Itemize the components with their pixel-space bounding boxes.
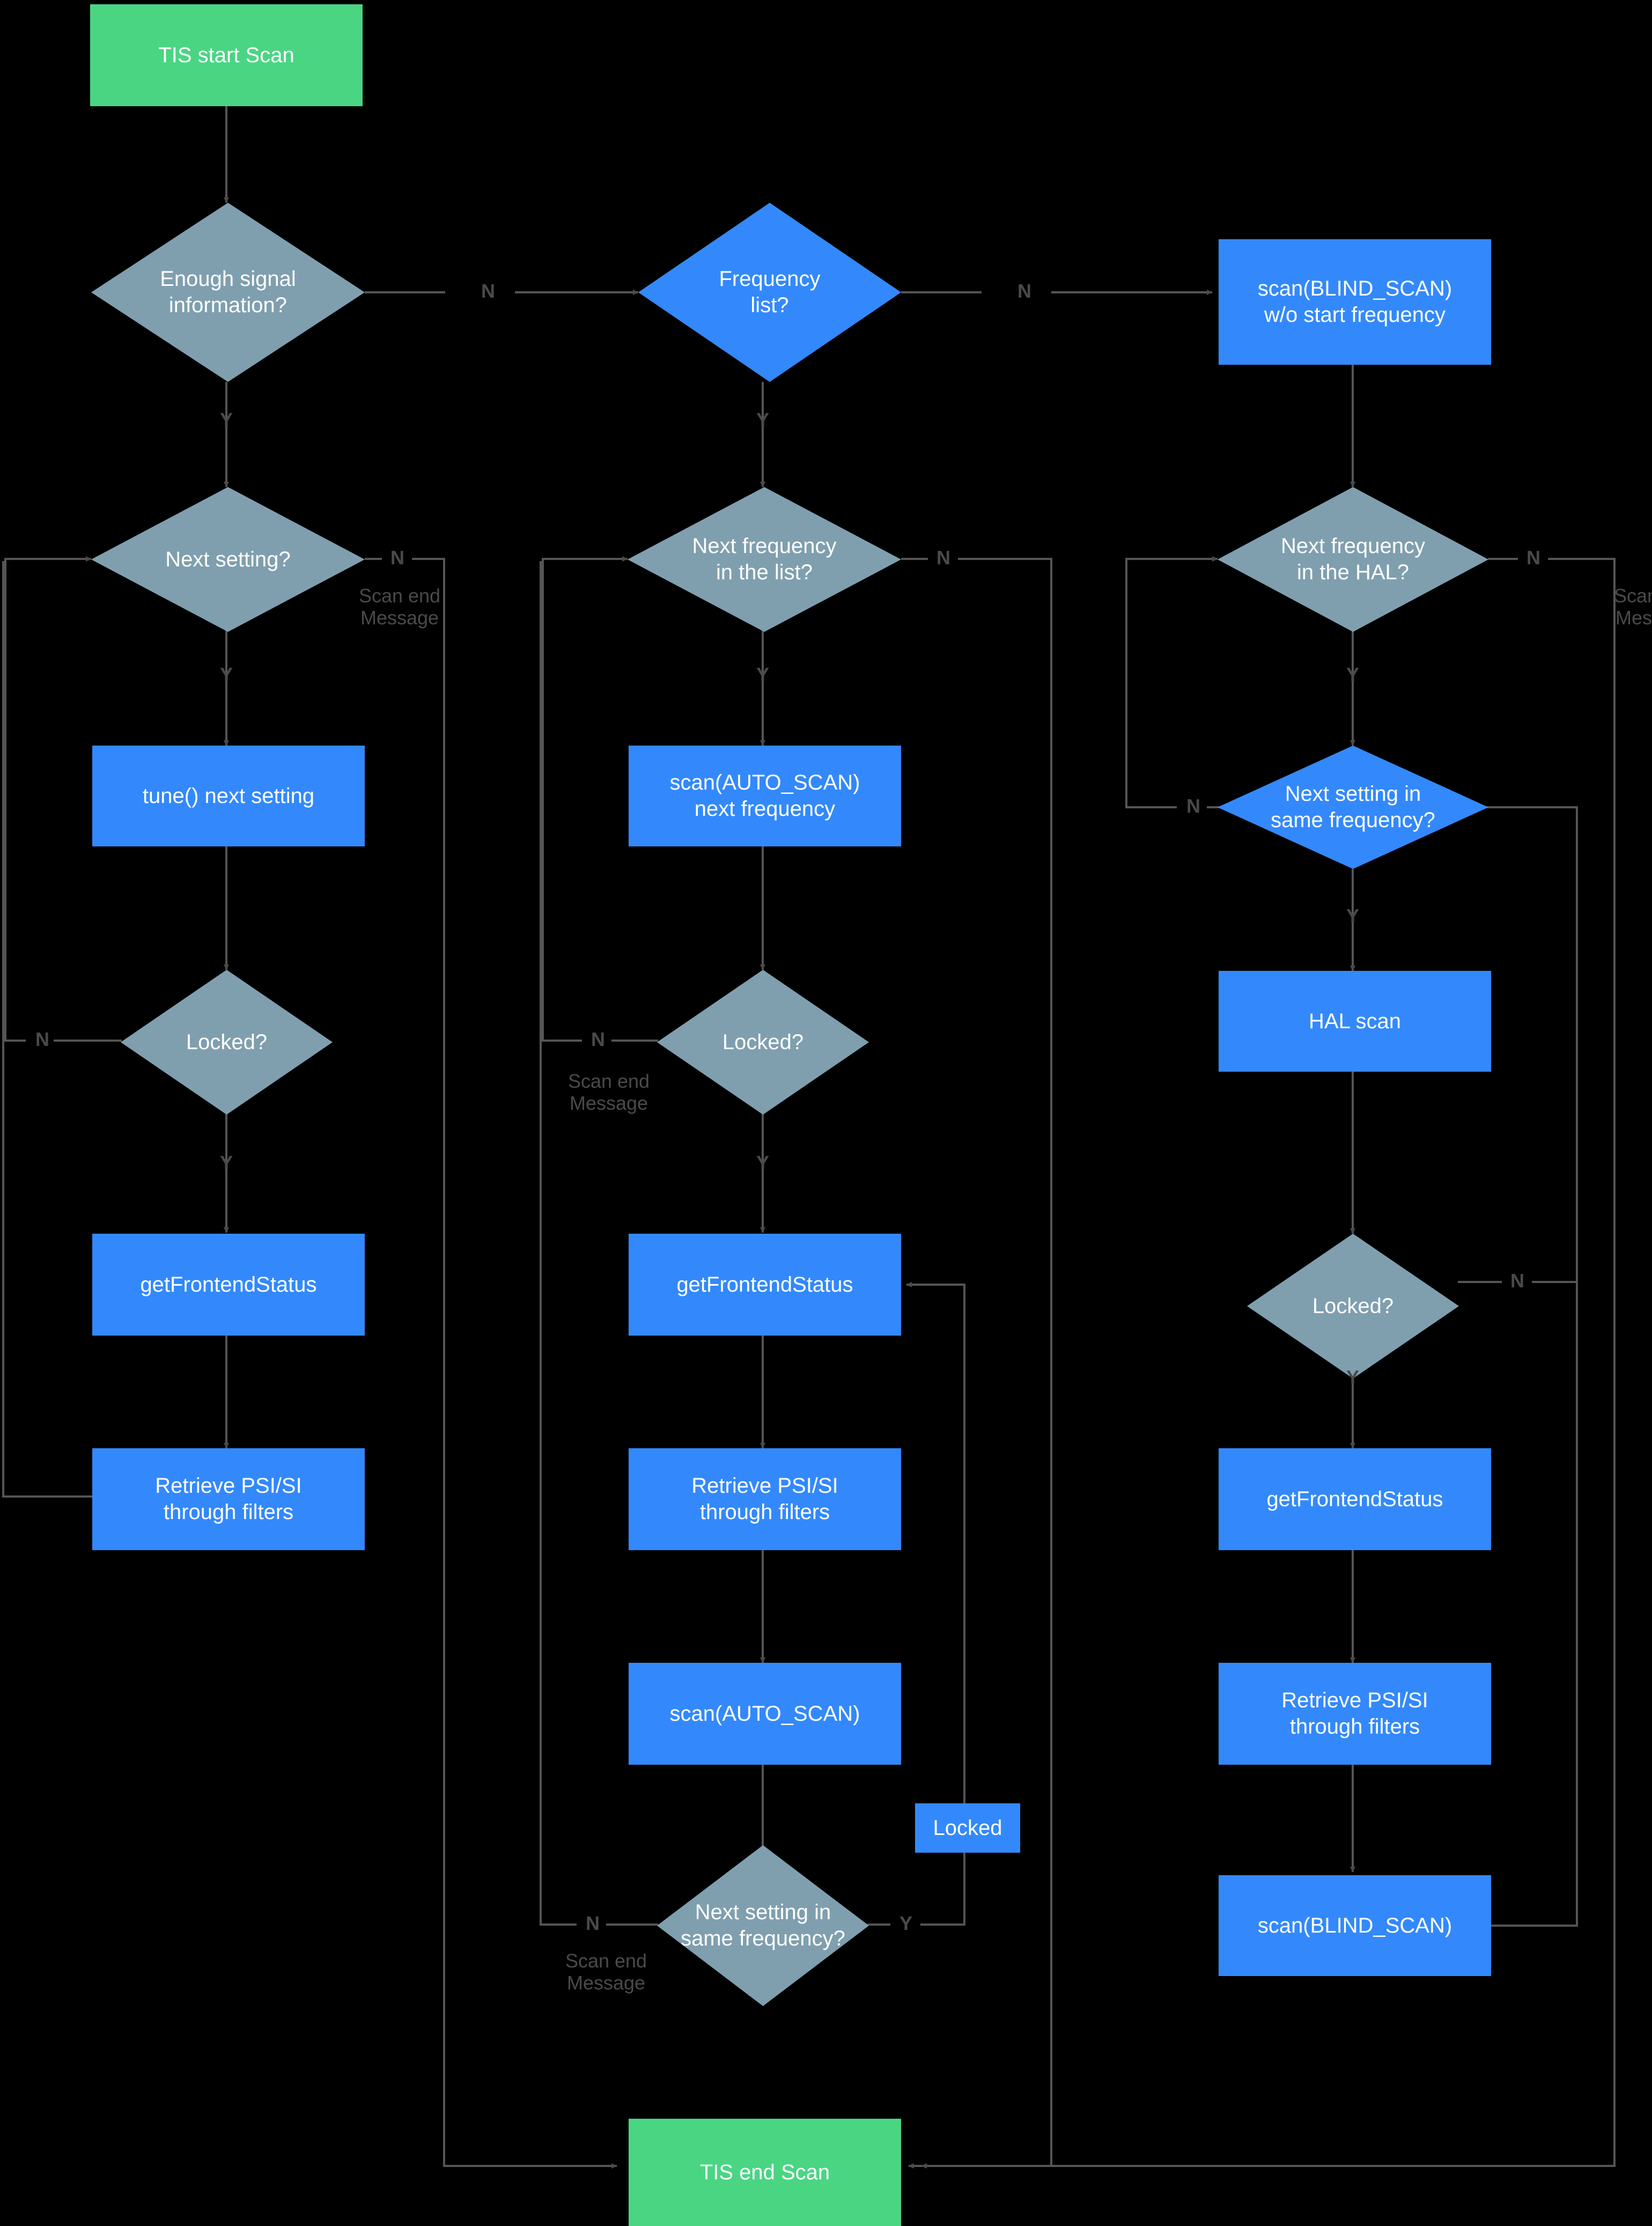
edge-label-y-next-frequency-in-hal: Y (1346, 664, 1359, 686)
node-label: Retrieve PSI/SI through filters (1281, 1689, 1428, 1738)
node-label: tune() next setting (142, 784, 315, 808)
node-label: Next frequency in the list? (692, 534, 837, 584)
node-label: Retrieve PSI/SI through filters (155, 1474, 302, 1524)
node-retrieve-psi-si-middle[interactable]: Retrieve PSI/SI through filters (629, 1448, 901, 1550)
edge-label-y-setting-same-frequency-middle: Y (899, 1912, 912, 1934)
node-retrieve-psi-si-right[interactable]: Retrieve PSI/SI through filters (1219, 1663, 1491, 1765)
edge-label-n-setting-same-frequency-right: N (1186, 795, 1200, 817)
edge-label-y-locked-left: Y (219, 1152, 233, 1174)
node-label: getFrontendStatus (1266, 1487, 1443, 1511)
edge-label-n-locked-middle: N (591, 1028, 605, 1050)
edge-label-n-next-frequency-in-hal: N (1526, 547, 1540, 569)
node-locked-badge[interactable]: Locked (915, 1803, 1020, 1853)
node-enough-signal-information[interactable]: Enough signal information? (91, 203, 365, 382)
node-label: scan(BLIND_SCAN) (1257, 1913, 1452, 1937)
edge-label-n-next-setting: N (390, 547, 404, 569)
node-locked-middle[interactable]: Locked? (657, 970, 869, 1115)
node-label: scan(BLIND_SCAN) w/o start frequency (1257, 277, 1452, 327)
node-frequency-list[interactable]: Frequency list? (638, 203, 901, 382)
node-label: Locked? (722, 1030, 804, 1054)
node-next-setting-in-same-frequency-middle[interactable]: Next setting in same frequency? (657, 1845, 869, 2006)
node-label: Next setting in same frequency? (681, 1900, 845, 1950)
node-next-setting[interactable]: Next setting? (91, 487, 365, 632)
edge-label-y-setting-same-frequency-right: Y (1346, 905, 1359, 927)
edge-label-n-frequency-list: N (1017, 280, 1031, 302)
node-next-setting-in-same-frequency-right[interactable]: Next setting in same frequency? (1218, 746, 1488, 869)
edge-label-n-next-frequency-in-list: N (936, 547, 950, 569)
note-scan-end-message-left: Scan end Message (358, 585, 441, 629)
node-label: Locked? (186, 1030, 268, 1054)
node-label: Next frequency in the HAL? (1280, 534, 1426, 584)
node-label: Locked? (1312, 1294, 1394, 1318)
node-label: Locked (933, 1816, 1002, 1840)
node-label: HAL scan (1309, 1009, 1401, 1033)
node-next-frequency-in-the-list[interactable]: Next frequency in the list? (628, 487, 901, 632)
edge-label-n-locked-left: N (35, 1028, 49, 1050)
node-scan-blind-scan-no-start-frequency[interactable]: scan(BLIND_SCAN) w/o start frequency (1219, 239, 1491, 365)
node-get-frontend-status-right[interactable]: getFrontendStatus (1219, 1448, 1491, 1550)
node-scan-blind-scan-right[interactable]: scan(BLIND_SCAN) (1219, 1875, 1491, 1976)
edge-label-n-setting-same-frequency-middle: N (586, 1912, 600, 1934)
node-tis-start-scan[interactable]: TIS start Scan (90, 4, 363, 106)
node-label: Enough signal information? (160, 267, 296, 317)
node-scan-auto-scan-next-frequency[interactable]: scan(AUTO_SCAN) next frequency (629, 746, 901, 846)
edge-label-y-locked-middle: Y (756, 1152, 769, 1174)
node-locked-right[interactable]: Locked? (1247, 1234, 1459, 1379)
node-get-frontend-status-middle[interactable]: getFrontendStatus (629, 1234, 901, 1336)
node-scan-auto-scan[interactable]: scan(AUTO_SCAN) (629, 1663, 901, 1765)
edge-label-y-next-frequency-in-list: Y (756, 664, 769, 686)
edge-label-y-frequency-list: Y (756, 409, 769, 431)
node-label: Next setting? (165, 547, 291, 571)
edge-label-y-next-setting: Y (219, 664, 233, 686)
edge-label-y-locked-right: Y (1346, 1366, 1359, 1388)
note-scan-end-message-middle-top: Scan end Message (567, 1070, 650, 1115)
node-label: scan(AUTO_SCAN) next frequency (669, 771, 860, 821)
node-label: TIS start Scan (158, 43, 294, 67)
node-label: TIS end Scan (699, 2160, 830, 2184)
edge-label-y-enough-signal: Y (219, 409, 233, 431)
edge-label-n-enough-signal: N (481, 280, 495, 302)
node-hal-scan[interactable]: HAL scan (1219, 971, 1491, 1072)
note-scan-end-message-middle-bottom: Scan end Message (565, 1950, 647, 1994)
node-retrieve-psi-si-left[interactable]: Retrieve PSI/SI through filters (92, 1448, 365, 1550)
note-scan-end-message-right: Scan end Message (1613, 585, 1652, 629)
node-locked-left[interactable]: Locked? (121, 970, 333, 1115)
node-label: Next setting in same frequency? (1271, 782, 1435, 832)
node-label: getFrontendStatus (140, 1272, 317, 1296)
node-label: getFrontendStatus (676, 1272, 853, 1296)
node-label: scan(AUTO_SCAN) (669, 1701, 860, 1726)
node-label: Retrieve PSI/SI through filters (691, 1474, 838, 1524)
node-label: Frequency list? (719, 267, 821, 317)
node-tis-end-scan[interactable]: TIS end Scan (629, 2119, 901, 2226)
node-get-frontend-status-left[interactable]: getFrontendStatus (92, 1234, 365, 1336)
edge-label-n-locked-right: N (1510, 1270, 1524, 1292)
node-next-frequency-in-the-hal[interactable]: Next frequency in the HAL? (1218, 487, 1488, 632)
node-tune-next-setting[interactable]: tune() next setting (92, 746, 365, 846)
